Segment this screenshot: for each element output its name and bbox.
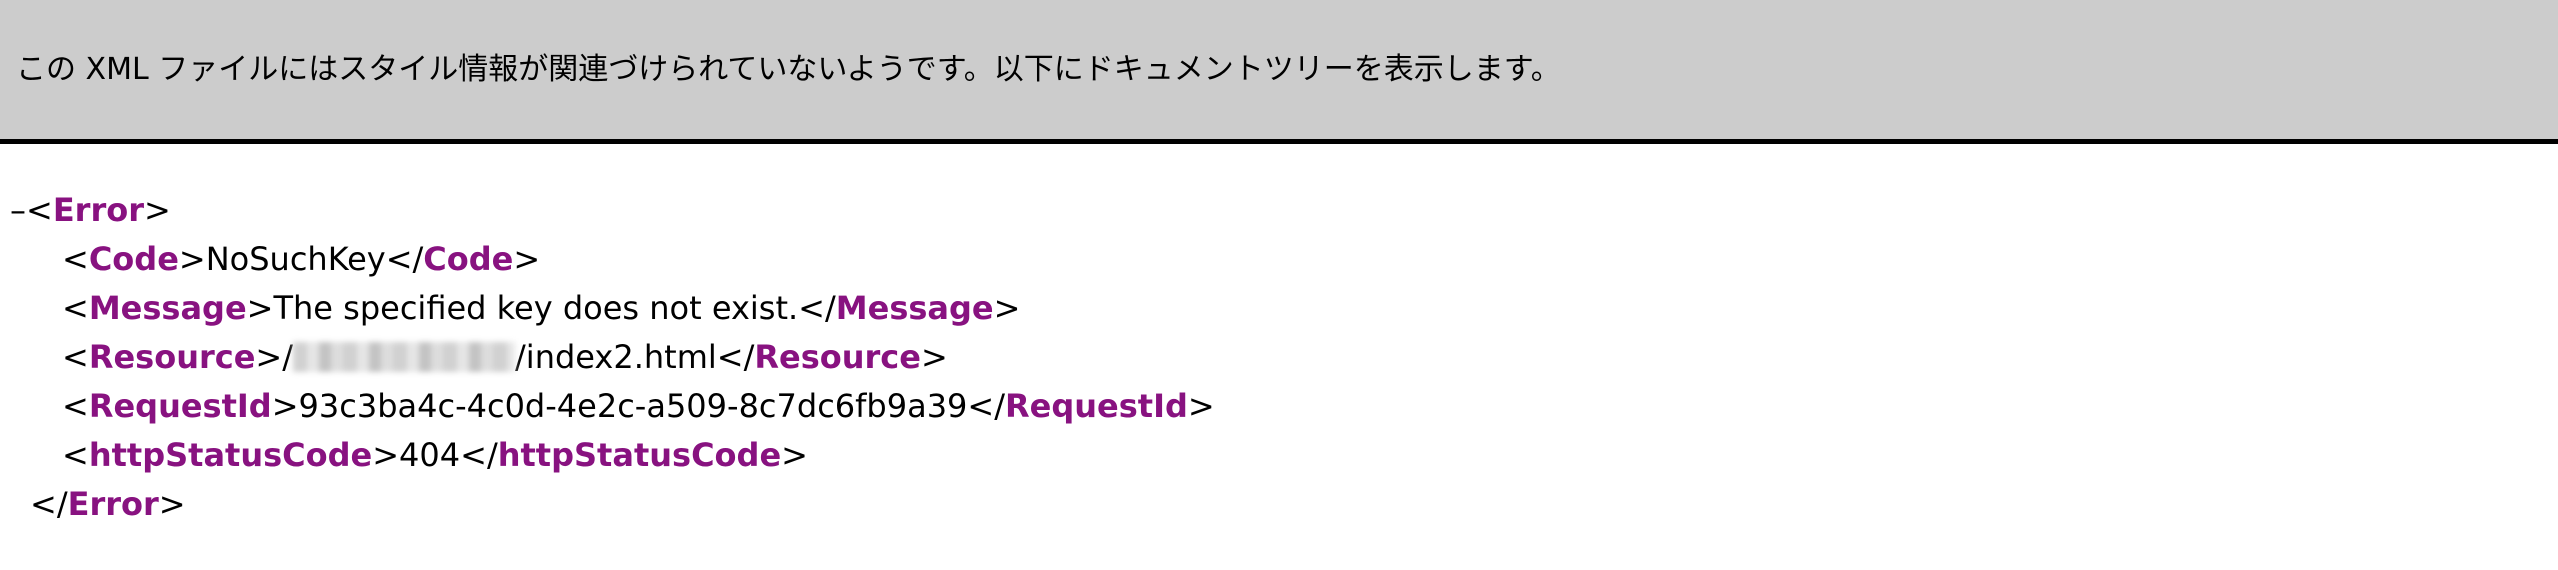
tag-name: httpStatusCode bbox=[497, 436, 782, 474]
tag-name: RequestId bbox=[88, 387, 272, 425]
tag-name: Error bbox=[67, 485, 159, 523]
tag-name: Resource bbox=[88, 338, 256, 376]
tag-name: Code bbox=[423, 240, 514, 278]
xml-node-request-id: <RequestId>93c3ba4c-4c0d-4e2c-a509-8c7dc… bbox=[62, 387, 1215, 425]
node-value: 404 bbox=[399, 436, 461, 474]
node-value-prefix: / bbox=[282, 338, 294, 376]
tag-name: httpStatusCode bbox=[88, 436, 373, 474]
tag-name: Error bbox=[52, 191, 144, 229]
node-value: NoSuchKey bbox=[205, 240, 386, 278]
node-value: 93c3ba4c-4c0d-4e2c-a509-8c7dc6fb9a39 bbox=[298, 387, 968, 425]
xml-node-http-status-code: <httpStatusCode>404</httpStatusCode> bbox=[62, 436, 808, 474]
xml-node-message: <Message>The specified key does not exis… bbox=[62, 289, 1021, 327]
xml-node-error-open: –<Error> bbox=[10, 191, 171, 229]
xml-notice-banner: この XML ファイルにはスタイル情報が関連づけられていないようです。以下にドキ… bbox=[0, 0, 2558, 144]
tag-name: Message bbox=[88, 289, 247, 327]
node-value: The specified key does not exist. bbox=[273, 289, 799, 327]
xml-node-error-close: </Error> bbox=[30, 485, 186, 523]
tag-name: RequestId bbox=[1005, 387, 1188, 425]
collapse-toggle[interactable]: – bbox=[10, 191, 26, 229]
xml-node-code: <Code>NoSuchKey</Code> bbox=[62, 240, 541, 278]
tag-name: Resource bbox=[754, 338, 921, 376]
node-value-suffix: /index2.html bbox=[515, 338, 717, 376]
xml-node-resource: <Resource>//index2.html</Resource> bbox=[62, 338, 948, 376]
redacted-blur bbox=[293, 342, 516, 372]
xml-notice-text: この XML ファイルにはスタイル情報が関連づけられていないようです。以下にドキ… bbox=[16, 52, 1561, 87]
tag-name: Code bbox=[88, 240, 179, 278]
tag-name: Message bbox=[835, 289, 994, 327]
xml-document-tree: –<Error> <Code>NoSuchKey</Code> <Message… bbox=[0, 186, 1215, 529]
